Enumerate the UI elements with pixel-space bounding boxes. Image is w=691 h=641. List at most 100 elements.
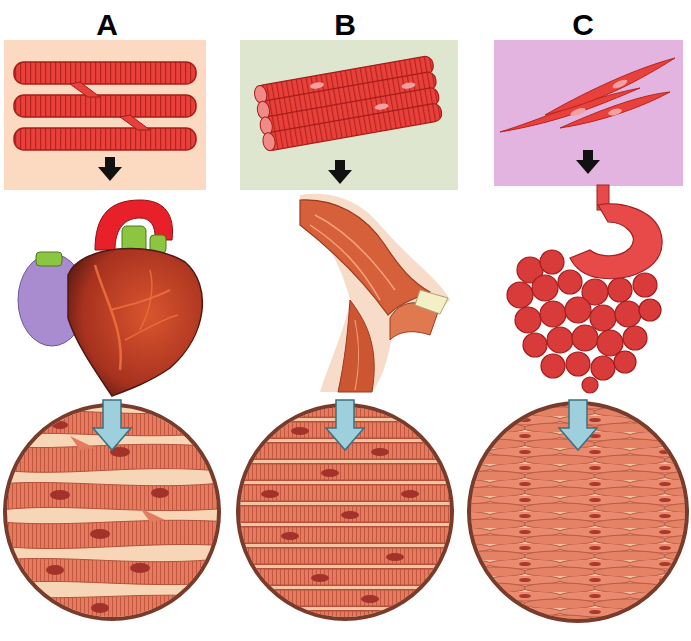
illustration-part (591, 356, 615, 380)
illustration-part (338, 300, 374, 392)
illustration-part (0, 444, 230, 472)
illustration-part (90, 529, 110, 539)
illustration-part (36, 252, 62, 266)
illustration-part (614, 351, 636, 373)
illustration-part (110, 290, 170, 310)
illustration-part (151, 488, 169, 498)
illustration-part (507, 250, 661, 393)
illustration-part (623, 326, 647, 350)
illustration-part (355, 320, 359, 390)
illustration-part (140, 270, 152, 330)
illustration-part (545, 58, 675, 115)
illustration-part (93, 400, 131, 450)
illustration-part (541, 354, 565, 378)
cardiac-fiber-panel (4, 40, 206, 190)
panel-letter: B (334, 10, 356, 40)
illustration-part (311, 574, 329, 582)
illustration-part (326, 400, 364, 450)
illustration-part (262, 132, 277, 152)
illustration-part (494, 40, 683, 186)
illustration-part (570, 204, 662, 279)
illustration-part (460, 400, 691, 630)
heart-illustration (18, 200, 202, 396)
illustration-part (300, 200, 430, 315)
illustration-part (95, 265, 121, 370)
illustration-part (569, 106, 586, 117)
smooth-fiber-panel (494, 40, 683, 186)
illustration-part (130, 563, 150, 573)
illustration-part (310, 225, 380, 300)
illustration-part (540, 250, 564, 274)
illustration-part (0, 520, 230, 548)
illustration-part (341, 511, 359, 519)
panel-letter: C (572, 10, 594, 40)
illustration-part (572, 325, 598, 351)
illustration-part (261, 427, 419, 603)
illustration-part (300, 194, 450, 392)
illustration-part (14, 128, 196, 150)
illustration-part (386, 553, 404, 561)
illustration-part (558, 270, 582, 294)
illustration-part (576, 150, 600, 174)
illustration-part (240, 40, 458, 190)
illustration-part (559, 400, 597, 450)
illustration-part (590, 305, 616, 331)
arm-muscle-illustration (300, 194, 450, 392)
illustration-part (230, 400, 460, 630)
skeletal-fiber-panel (240, 40, 458, 190)
illustration-part (4, 40, 206, 190)
illustration-part (46, 421, 169, 613)
illustration-part (50, 490, 70, 500)
illustration-part (415, 290, 448, 314)
illustration-part (607, 107, 622, 116)
illustration-part (615, 301, 641, 327)
illustration-part (230, 400, 460, 630)
illustration-part (371, 448, 389, 456)
illustration-part (507, 282, 533, 308)
illustration-part (460, 400, 691, 630)
illustration-part (140, 508, 165, 522)
illustration-part (91, 603, 109, 613)
illustration-part (328, 160, 352, 184)
illustration-part (611, 78, 628, 90)
cardiac-tissue-circle (0, 400, 230, 625)
illustration-part (639, 299, 661, 321)
illustration-part (547, 327, 573, 353)
digestive-organ-illustration (507, 185, 662, 393)
illustration-part (560, 92, 670, 128)
illustration-part (0, 482, 230, 511)
illustration-part (565, 297, 591, 323)
illustration-part (310, 81, 325, 89)
illustration-part (608, 278, 632, 302)
illustration-part (291, 427, 309, 435)
panel-letter: A (96, 10, 118, 40)
illustration-part (321, 469, 339, 477)
smooth-tissue-circle (460, 400, 691, 630)
illustration-part (70, 82, 100, 97)
illustration-part (374, 102, 389, 110)
illustration-part (582, 377, 598, 393)
illustration-part (125, 315, 178, 340)
illustration-part (14, 95, 196, 117)
illustration-part (281, 532, 299, 540)
illustration-part (515, 307, 541, 333)
illustration-part (120, 115, 150, 130)
illustration-part (98, 157, 122, 181)
illustration-part (633, 273, 657, 297)
illustration-part (263, 102, 443, 151)
illustration-part (401, 81, 416, 89)
illustration-part (540, 301, 566, 327)
illustration-part (361, 595, 379, 603)
illustration-part (14, 62, 196, 84)
illustration-part (253, 55, 443, 151)
illustration-part (70, 436, 95, 450)
illustration-part (46, 565, 64, 575)
illustration-part (523, 333, 547, 357)
illustration-part (532, 275, 558, 301)
illustration-part (566, 352, 590, 376)
illustration-part (315, 215, 395, 290)
illustration-part (401, 490, 419, 498)
